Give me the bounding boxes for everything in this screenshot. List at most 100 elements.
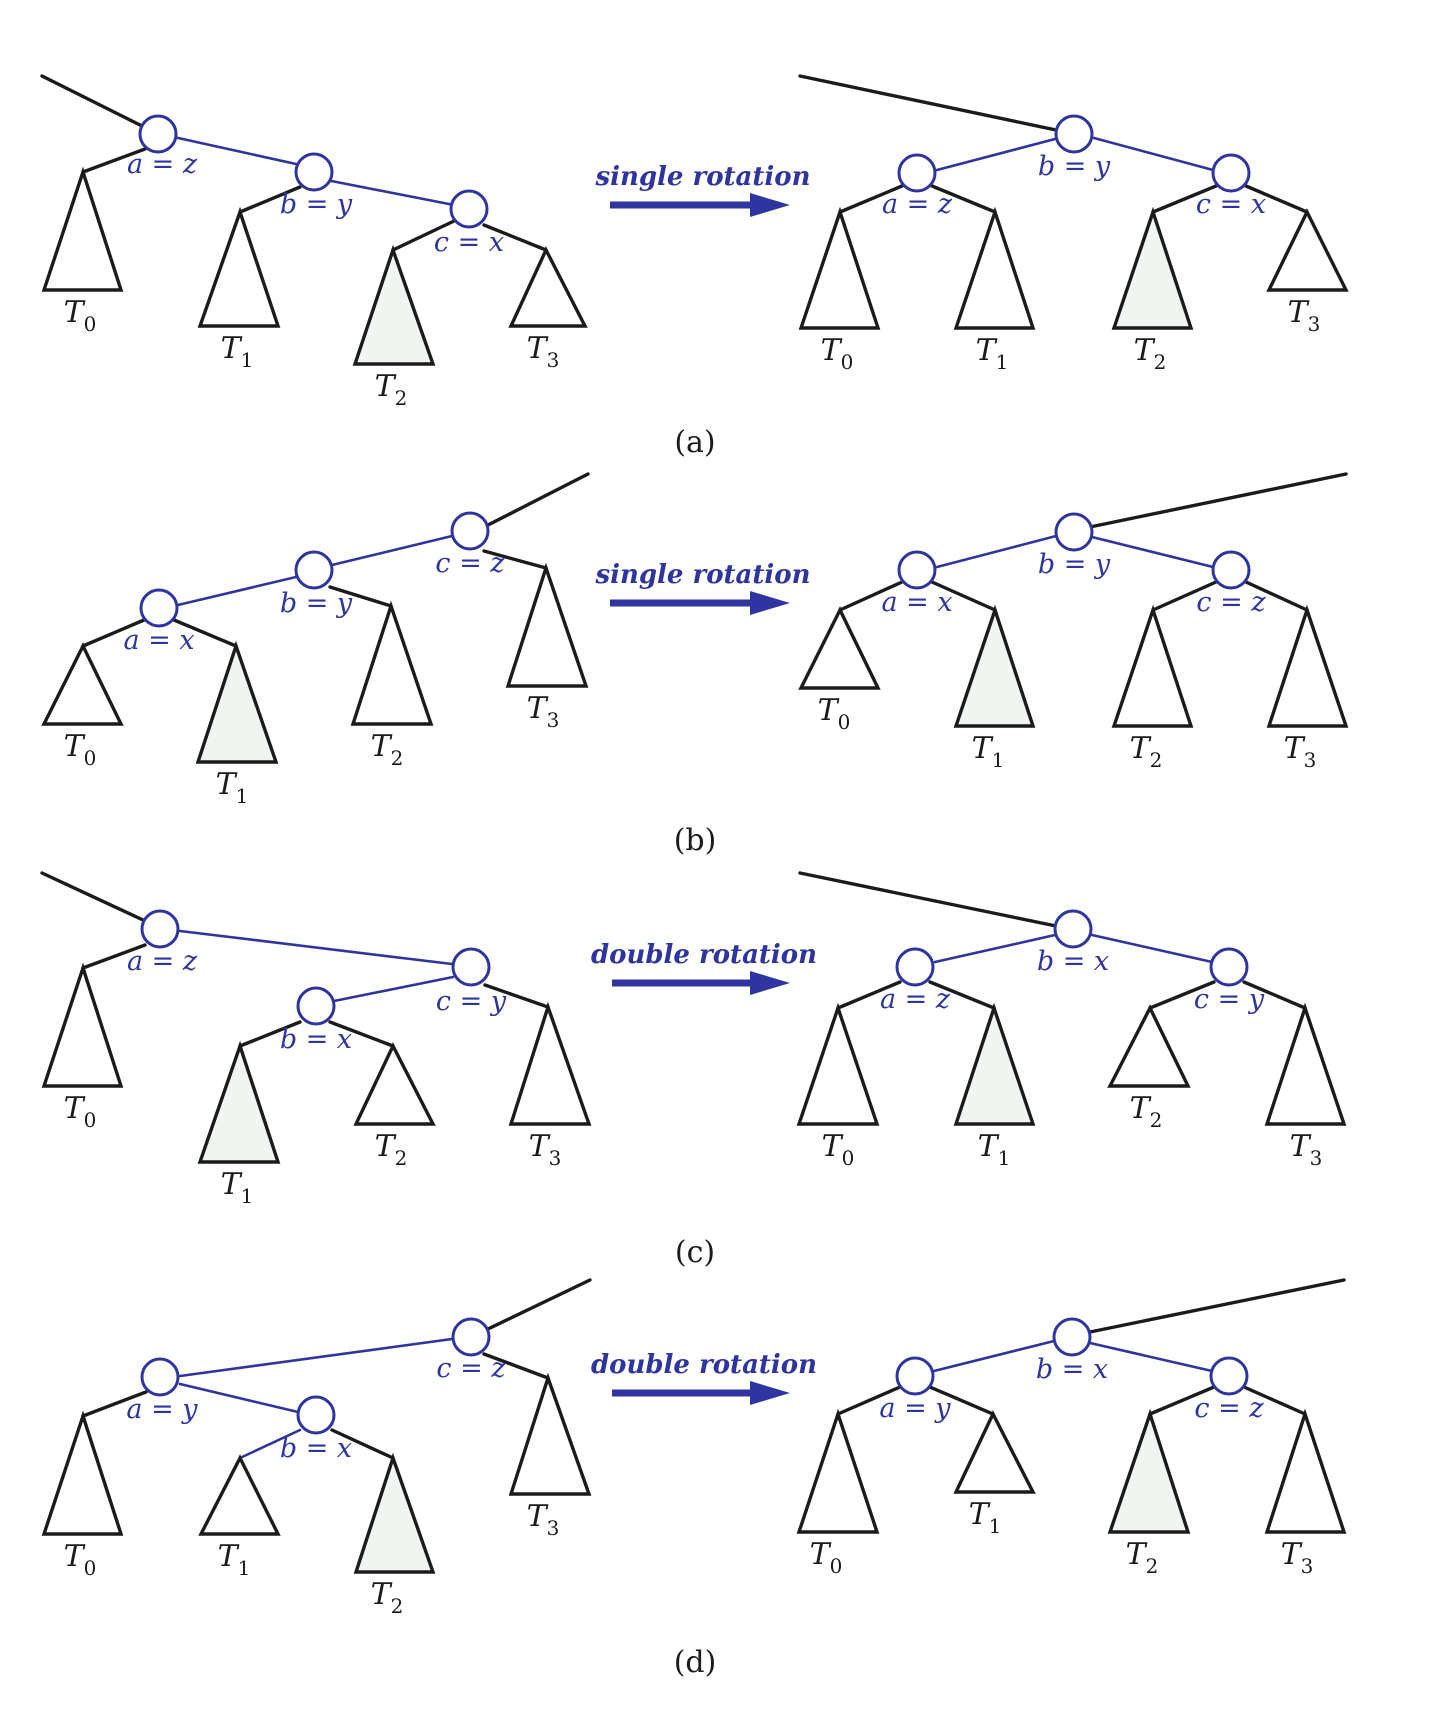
subtree-t2 bbox=[1107, 1004, 1191, 1088]
subtree-t1-label: T1 bbox=[972, 731, 1005, 772]
panel-b-arrow: single rotation bbox=[594, 560, 811, 615]
subtree-t3-label: T3 bbox=[1290, 1129, 1323, 1170]
subtree-t3 bbox=[508, 246, 588, 328]
subtree-t2-label: T2 bbox=[375, 369, 408, 410]
node-a-label: a = z bbox=[880, 984, 951, 1015]
subtree-t0 bbox=[41, 962, 124, 1088]
edge-b-c bbox=[1090, 933, 1214, 964]
subtree-index: 0 bbox=[84, 1556, 97, 1580]
subtree-index: 3 bbox=[1304, 748, 1317, 772]
edge-c-t2 bbox=[1148, 980, 1216, 1010]
node-a bbox=[897, 550, 937, 590]
panel-caption: (c) bbox=[675, 1235, 715, 1270]
node-c-label: c = z bbox=[1196, 587, 1266, 618]
edge-a-b bbox=[158, 132, 298, 166]
subtree-index: 2 bbox=[1150, 1108, 1163, 1132]
subtree-index: 1 bbox=[236, 784, 249, 808]
subtree-letter: T bbox=[818, 693, 840, 728]
subtree-letter: T bbox=[969, 1497, 991, 1532]
node-c-label: c = z bbox=[435, 548, 505, 579]
subtree-t0-label: T0 bbox=[821, 333, 854, 374]
subtree-index: 2 bbox=[395, 386, 408, 410]
panel-d-before-tree: c = z a = y b = x T0 T1 T2 T3 bbox=[41, 1278, 592, 1618]
subtree-t0 bbox=[796, 1002, 880, 1126]
subtree-letter: T bbox=[1130, 731, 1152, 766]
subtree-t3-label: T3 bbox=[527, 1499, 560, 1540]
node-b-label: b = x bbox=[1036, 1354, 1108, 1385]
subtree-t2 bbox=[353, 1042, 436, 1126]
subtree-index: 3 bbox=[1301, 1554, 1314, 1578]
edge-a-b bbox=[178, 1382, 300, 1414]
subtree-t0 bbox=[41, 1410, 124, 1536]
edge-c-t3 bbox=[1242, 1385, 1307, 1416]
subtree-letter: T bbox=[527, 331, 549, 366]
arrow-label: single rotation bbox=[594, 162, 810, 192]
subtree-t2 bbox=[353, 1452, 436, 1574]
edge-b-t2 bbox=[328, 1020, 395, 1048]
edge-a-t1 bbox=[928, 980, 996, 1010]
subtree-t0-label: T0 bbox=[64, 1091, 97, 1132]
subtree-t0 bbox=[41, 166, 124, 292]
panel-c-arrow: double rotation bbox=[591, 940, 817, 995]
arrow-head-icon bbox=[750, 193, 790, 217]
edge-c-t2 bbox=[1148, 1385, 1216, 1416]
panel-c-after-tree: b = x a = z c = y T0 T1 T2 T3 bbox=[796, 871, 1347, 1170]
subtree-t2-label: T2 bbox=[371, 729, 404, 770]
subtree-t0-label: T0 bbox=[818, 693, 851, 734]
edge-c-t3 bbox=[482, 549, 548, 570]
subtree-t1-label: T1 bbox=[216, 767, 249, 808]
parent-edge bbox=[1088, 472, 1348, 529]
panel-a-arrow: single rotation bbox=[594, 162, 811, 217]
panel-a-after-tree: b = y a = z c = x T0 T1 T2 T3 bbox=[798, 74, 1349, 374]
edge-c-t3 bbox=[482, 223, 548, 252]
node-c bbox=[449, 189, 489, 229]
panel-c: a = z c = y b = x T0 T1 T2 T3 double rot… bbox=[40, 871, 1347, 1270]
edge-b-a bbox=[933, 933, 1057, 964]
edge-c-a bbox=[178, 1337, 454, 1378]
subtree-t0-label: T0 bbox=[822, 1129, 855, 1170]
node-a bbox=[897, 153, 937, 193]
subtree-t3 bbox=[508, 1372, 592, 1496]
subtree-index: 3 bbox=[547, 1516, 560, 1540]
subtree-letter: T bbox=[976, 333, 998, 368]
edge-c-t3 bbox=[482, 1352, 550, 1380]
subtree-t1 bbox=[953, 1410, 1036, 1494]
subtree-t2 bbox=[350, 600, 434, 726]
edge-b-c bbox=[1090, 535, 1215, 569]
node-b bbox=[296, 986, 336, 1026]
subtree-letter: T bbox=[1290, 1129, 1312, 1164]
node-c bbox=[451, 947, 491, 987]
edge-c-b bbox=[332, 975, 455, 1003]
node-b bbox=[1054, 512, 1094, 552]
subtree-t2-label: T2 bbox=[1130, 1091, 1163, 1132]
panel-c-before-tree: a = z c = y b = x T0 T1 T2 T3 bbox=[40, 871, 592, 1208]
subtree-t0 bbox=[41, 642, 124, 726]
subtree-t0 bbox=[798, 206, 881, 330]
parent-edge bbox=[798, 74, 1058, 132]
node-c bbox=[451, 1317, 491, 1357]
arrow-head-icon bbox=[750, 971, 790, 995]
node-b-label: b = y bbox=[280, 189, 353, 220]
subtree-index: 1 bbox=[992, 748, 1005, 772]
subtree-index: 1 bbox=[241, 348, 254, 372]
subtree-t3 bbox=[1266, 208, 1349, 292]
parent-edge bbox=[486, 1278, 592, 1331]
edge-a-t0 bbox=[81, 1390, 148, 1418]
node-b-label: b = y bbox=[1038, 151, 1111, 182]
edge-c-t2 bbox=[1151, 580, 1218, 612]
subtree-letter: T bbox=[810, 1537, 832, 1572]
subtree-t1-label: T1 bbox=[978, 1129, 1011, 1170]
subtree-index: 1 bbox=[989, 1514, 1002, 1538]
subtree-index: 2 bbox=[395, 1146, 408, 1170]
node-a bbox=[138, 114, 178, 154]
subtree-t0-label: T0 bbox=[64, 729, 97, 770]
edge-b-t2 bbox=[328, 585, 393, 608]
subtree-index: 2 bbox=[391, 746, 404, 770]
subtree-letter: T bbox=[1281, 1537, 1303, 1572]
subtree-t2 bbox=[1111, 206, 1194, 330]
subtree-t3-label: T3 bbox=[1288, 295, 1321, 336]
subtree-t2-label: T2 bbox=[1126, 1537, 1159, 1578]
node-a-label: a = y bbox=[126, 1394, 198, 1425]
node-a bbox=[895, 947, 935, 987]
subtree-t0-label: T0 bbox=[64, 1539, 97, 1580]
